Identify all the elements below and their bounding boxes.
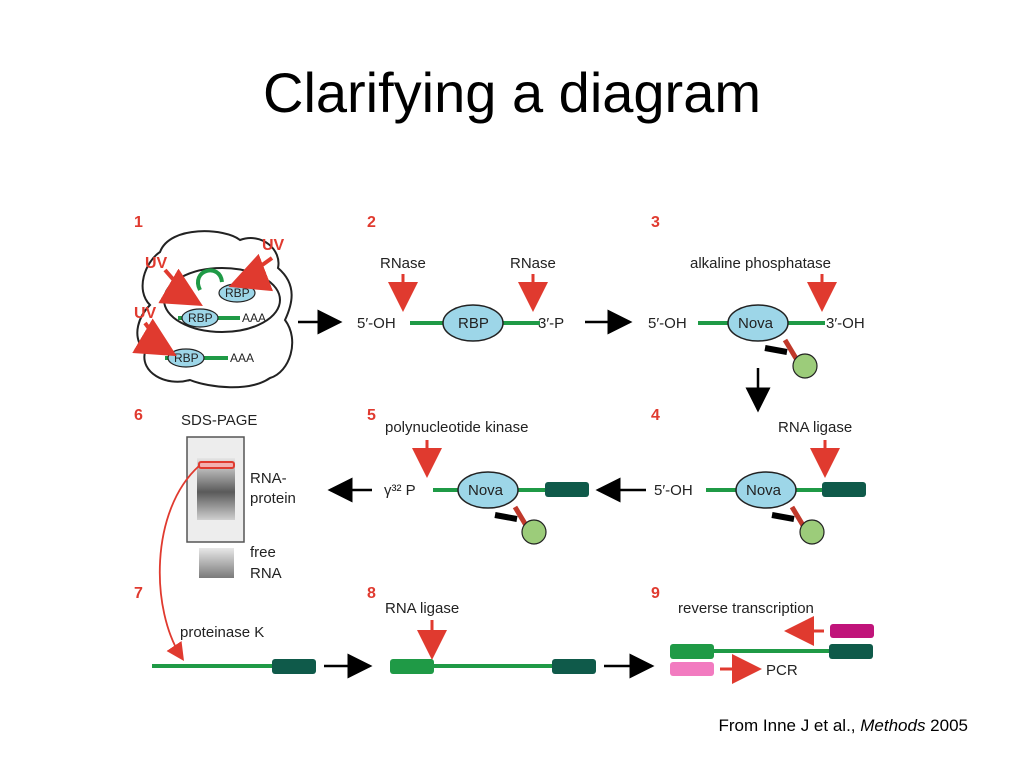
gel-band-highlight	[198, 461, 235, 469]
sds-page-label: SDS-PAGE	[181, 412, 257, 429]
citation-year: 2005	[925, 716, 968, 735]
rbp-label: RBP	[225, 286, 250, 300]
step-7-number: 7	[134, 585, 143, 602]
step-3-number: 3	[651, 214, 660, 231]
antibody-bead	[771, 505, 825, 545]
rnase-label: RNase	[510, 255, 556, 272]
linker-block	[829, 644, 873, 659]
linker-block-5prime	[670, 644, 714, 659]
rna-protein-label-line1: RNA-	[250, 470, 287, 487]
gamma-32p-label: γ³² P	[384, 482, 416, 499]
citation: From Inne J et al., Methods 2005	[719, 716, 968, 736]
rna-ligase-label: RNA ligase	[778, 419, 852, 436]
polya-label: AAA	[230, 351, 254, 365]
pcr-label: PCR	[766, 662, 798, 679]
step-9-number: 9	[651, 585, 660, 602]
rna-protein-label-line2: protein	[250, 490, 296, 507]
step-2-number: 2	[367, 214, 376, 231]
step-1-number: 1	[134, 214, 143, 231]
linker-block-5prime	[390, 659, 434, 674]
antibody-bead	[494, 505, 547, 545]
uv-label: UV	[145, 255, 168, 272]
antibody-bead	[764, 338, 818, 379]
rnase-label: RNase	[380, 255, 426, 272]
pcr-primer	[670, 662, 714, 676]
reverse-transcription-label: reverse transcription	[678, 600, 814, 617]
nova-label: Nova	[468, 482, 504, 499]
step-6-number: 6	[134, 407, 143, 424]
three-prime-oh-label: 3′-OH	[826, 315, 865, 332]
rbp-label: RBP	[458, 315, 489, 332]
excise-band-arrow	[158, 465, 200, 661]
rbp-label: RBP	[174, 351, 199, 365]
uv-label: UV	[134, 305, 157, 322]
five-prime-oh-label: 5′-OH	[654, 482, 693, 499]
free-rna-label-line2: RNA	[250, 565, 282, 582]
citation-authors: From Inne J et al.,	[718, 716, 861, 735]
step-4-number: 4	[651, 407, 660, 424]
linker-block	[552, 659, 596, 674]
alkaline-phosphatase-label: alkaline phosphatase	[690, 255, 831, 272]
linker-block	[822, 482, 866, 497]
gel-lane	[186, 436, 245, 578]
polya-label: AAA	[242, 311, 266, 325]
linker-block	[272, 659, 316, 674]
rbp-oval	[181, 308, 219, 328]
nova-oval	[457, 471, 519, 509]
nova-oval	[735, 471, 797, 509]
uv-rays: UV UV UV	[132, 237, 285, 357]
slide-title: Clarifying a diagram	[263, 61, 761, 124]
three-prime-p-label: 3′-P	[538, 315, 564, 332]
uv-label: UV	[262, 237, 285, 254]
citation-journal: Methods	[860, 716, 926, 735]
rbp-label: RBP	[188, 311, 213, 325]
free-rna-label-line1: free	[250, 544, 276, 561]
nova-label: Nova	[738, 315, 774, 332]
step-5-number: 5	[367, 407, 376, 424]
rna-ligase-label: RNA ligase	[385, 600, 459, 617]
polynucleotide-kinase-label: polynucleotide kinase	[385, 419, 528, 436]
rt-primer	[830, 624, 874, 638]
proteinase-k-label: proteinase K	[180, 624, 264, 641]
nova-label: Nova	[746, 482, 782, 499]
nova-oval	[727, 304, 789, 342]
rbp-oval	[442, 304, 504, 342]
five-prime-oh-label: 5′-OH	[648, 315, 687, 332]
five-prime-oh-label: 5′-OH	[357, 315, 396, 332]
rbp-oval	[167, 348, 205, 368]
step-8-number: 8	[367, 585, 376, 602]
linker-block	[545, 482, 589, 497]
